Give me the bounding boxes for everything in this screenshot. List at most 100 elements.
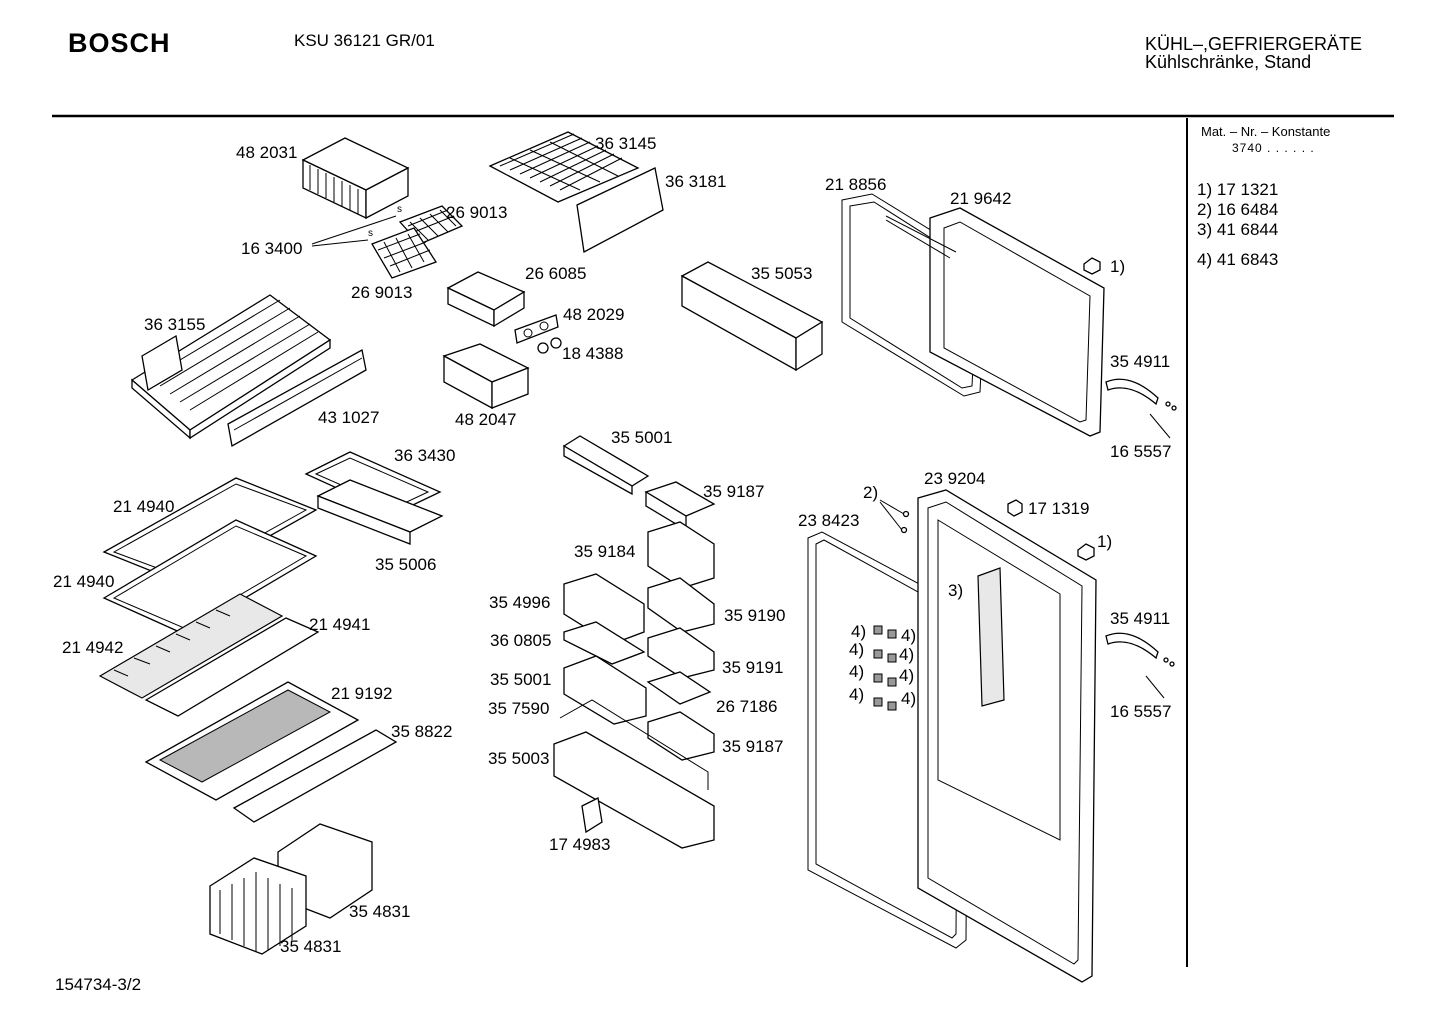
category-subtitle: Kühlschränke, Stand: [1145, 52, 1312, 72]
footnote-2: 2) 16 6484: [1197, 200, 1279, 219]
model-number: KSU 36121 GR/01: [294, 31, 435, 50]
part-label: 21 4940: [113, 497, 175, 516]
part-label: 35 9184: [574, 542, 636, 561]
part-label: 21 4942: [62, 638, 124, 657]
door-shelves-drawing: [553, 481, 716, 849]
part-label: 4): [849, 685, 865, 704]
part-label: 36 3155: [144, 315, 206, 334]
part-21-8856-drawing: [841, 193, 987, 397]
part-label: 26 9013: [351, 283, 413, 302]
part-35-4831-baskets-drawing: [209, 823, 373, 955]
svg-text:s: s: [368, 228, 373, 239]
part-label: 35 5053: [751, 264, 813, 283]
part-label: 16 5557: [1110, 702, 1172, 721]
part-18-4388-drawing: [537, 337, 562, 354]
part-label: 4): [899, 666, 915, 685]
part-label: 17 4983: [549, 835, 611, 854]
part-label: 35 5003: [488, 749, 550, 768]
part-label: 23 8423: [798, 511, 860, 530]
brand-logo: BOSCH: [68, 28, 171, 58]
part-label: 35 8822: [391, 722, 453, 741]
part-label: 3): [948, 581, 964, 600]
part-label: 4): [899, 645, 915, 664]
part-23-8423-drawing: [807, 531, 969, 949]
part-label: 35 4831: [349, 902, 411, 921]
part-label: 26 9013: [446, 203, 508, 222]
part-21-9192-drawing: [144, 681, 360, 801]
part-label: 48 2029: [563, 305, 625, 324]
leader-lines: [311, 215, 957, 259]
sidebar-constant: 3740 . . . . . .: [1232, 141, 1315, 155]
hinge-cap-bottom-drawing: [1077, 543, 1095, 561]
part-label: 43 1027: [318, 408, 380, 427]
part-17-1319-icon: [1007, 499, 1023, 517]
part-label: 4): [901, 689, 917, 708]
hinge-cap-top-drawing: [1083, 257, 1101, 275]
part-43-1027-drawing: [227, 349, 367, 448]
part-label: 36 3181: [665, 172, 727, 191]
part-48-2029-drawing: [514, 314, 559, 344]
part-label: 4): [849, 662, 865, 681]
part-36-3181-drawing: [576, 167, 664, 254]
handle-bottom-drawing: [1105, 632, 1175, 699]
footnote-1: 1) 17 1321: [1197, 180, 1279, 199]
part-label: 4): [849, 640, 865, 659]
part-label: 4): [851, 622, 867, 641]
part-label: 1): [1110, 257, 1126, 276]
part-label: 21 4940: [53, 572, 115, 591]
part-label: 35 5001: [490, 670, 552, 689]
part-label: 21 8856: [825, 175, 887, 194]
part-label: 35 5001: [611, 428, 673, 447]
part-26-6085-drawing: [446, 271, 526, 328]
part-label: 17 1319: [1028, 499, 1090, 518]
part-label: 23 9204: [924, 469, 986, 488]
part-label: 16 5557: [1110, 442, 1172, 461]
part-label: 35 4831: [280, 937, 342, 956]
part-21-4940-shelves-drawing: [102, 477, 318, 635]
part-35-5001-top-drawing: [562, 435, 650, 496]
part-label: 35 7590: [488, 699, 550, 718]
part-label: 36 0805: [490, 631, 552, 650]
part-label: 35 9187: [703, 482, 765, 501]
part-label: 21 9642: [950, 189, 1012, 208]
part-label: 26 6085: [525, 264, 587, 283]
part-label: 2): [863, 483, 879, 502]
part-label: 16 3400: [241, 239, 303, 258]
part-48-2047-drawing: [442, 343, 530, 410]
part-label: 35 9190: [724, 606, 786, 625]
document-id: 154734-3/2: [55, 975, 142, 994]
part-36-3155-drawing: [130, 294, 332, 440]
part-ice-trays-drawing: s s: [368, 204, 464, 279]
part-36-3145-drawing: [488, 131, 640, 203]
sidebar-title: Mat. – Nr. – Konstante: [1201, 124, 1331, 139]
part-21-9642-drawing: [929, 207, 1105, 437]
clips-4-drawing: [873, 625, 897, 711]
part-35-8822-drawing: [232, 729, 398, 823]
part-label: 21 4941: [309, 615, 371, 634]
category-title: KÜHL–,GEFRIERGERÄTE: [1145, 34, 1363, 54]
footnote-4: 4) 41 6843: [1197, 250, 1279, 269]
part-label: 21 9192: [331, 684, 393, 703]
handle-top-drawing: [1105, 378, 1177, 439]
svg-text:s: s: [397, 204, 402, 215]
part-21-4942-drawing: [98, 593, 284, 699]
part-21-4941-drawing: [144, 617, 320, 717]
part-label: 35 4911: [1110, 352, 1171, 371]
part-23-9204-drawing: [917, 489, 1097, 983]
part-label: 35 5006: [375, 555, 437, 574]
part-label: 48 2047: [455, 410, 517, 429]
part-label: 35 4911: [1110, 609, 1171, 628]
part-label: 35 9187: [722, 737, 784, 756]
part-label: 35 9191: [722, 658, 784, 677]
part-label: 36 3145: [595, 134, 657, 153]
part-label: 36 3430: [394, 446, 456, 465]
screws-2-drawing: [879, 499, 910, 534]
part-label: 26 7186: [716, 697, 778, 716]
part-35-5053-drawing: [680, 261, 824, 372]
footnote-3: 3) 41 6844: [1197, 220, 1279, 239]
part-label: 35 4996: [489, 593, 551, 612]
part-48-2031-drawing: [301, 137, 410, 220]
part-35-5006-drawing: [316, 479, 444, 545]
part-label: 48 2031: [236, 143, 298, 162]
